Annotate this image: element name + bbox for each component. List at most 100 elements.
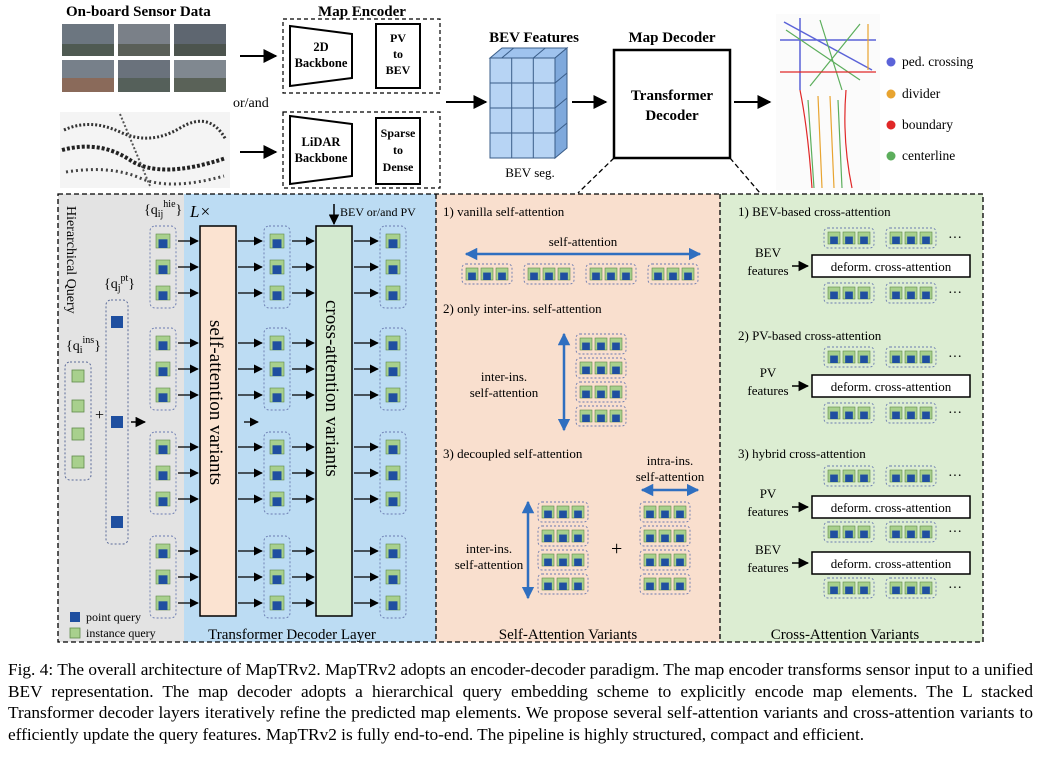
token-group bbox=[823, 227, 875, 249]
token-group bbox=[639, 573, 691, 595]
cross-attention-footer: Cross-Attention Variants bbox=[771, 627, 920, 643]
lidar-point-cloud bbox=[60, 112, 230, 188]
figure-caption: Fig. 4: The overall architecture of MapT… bbox=[8, 660, 1033, 744]
point-token bbox=[646, 534, 654, 542]
feature-source-label: BEV bbox=[755, 245, 782, 260]
point-token bbox=[845, 586, 853, 594]
sa-vanilla-tokens bbox=[461, 263, 699, 285]
instance-query-swatch bbox=[69, 627, 81, 639]
instance-query bbox=[71, 399, 85, 413]
sparse-to-dense-label-3: Dense bbox=[383, 160, 414, 174]
point-token bbox=[860, 236, 868, 244]
sa-decoupled-inter-label-1: inter-ins. bbox=[466, 541, 512, 556]
point-token bbox=[661, 558, 669, 566]
token-group bbox=[523, 263, 575, 285]
transformer-decoder-box bbox=[612, 48, 732, 160]
deform-cross-attention-box bbox=[811, 495, 971, 519]
point-token bbox=[272, 239, 282, 248]
legend-divider: divider bbox=[902, 86, 941, 101]
token-group bbox=[823, 577, 875, 599]
point-query bbox=[111, 516, 123, 528]
point-token bbox=[559, 534, 567, 542]
point-token bbox=[676, 510, 684, 518]
point-token bbox=[860, 586, 868, 594]
point-token bbox=[574, 558, 582, 566]
ca-item-hybrid: 3) hybrid cross-attention bbox=[738, 446, 866, 461]
query-group bbox=[149, 535, 177, 619]
point-token bbox=[830, 236, 838, 244]
token-group bbox=[575, 333, 627, 355]
query-plus: + bbox=[95, 407, 104, 424]
point-token bbox=[388, 367, 398, 376]
point-token bbox=[646, 582, 654, 590]
bev-features-title: BEV Features bbox=[489, 30, 579, 46]
token-group bbox=[885, 521, 937, 543]
point-token bbox=[907, 291, 915, 299]
point-token bbox=[272, 341, 282, 350]
backbone-lidar-label-1: LiDAR bbox=[302, 135, 342, 149]
token-group bbox=[885, 346, 937, 368]
query-columns bbox=[149, 225, 407, 619]
bev-seg-label: BEV seg. bbox=[505, 165, 555, 180]
pv-to-bev-label-2: to bbox=[393, 47, 403, 61]
point-token bbox=[922, 291, 930, 299]
point-token bbox=[158, 291, 168, 300]
legend-dot-centerline bbox=[886, 151, 896, 161]
point-token bbox=[612, 366, 620, 374]
backbone-lidar bbox=[289, 114, 353, 186]
point-token bbox=[907, 586, 915, 594]
point-queries bbox=[111, 316, 123, 528]
point-token bbox=[592, 272, 600, 280]
sparse-to-dense-label-1: Sparse bbox=[381, 126, 416, 140]
query-group bbox=[379, 225, 407, 309]
cross-attention-variants-block bbox=[315, 225, 353, 617]
sa-decoupled-intra-label-2: self-attention bbox=[636, 469, 705, 484]
point-token bbox=[498, 272, 506, 280]
point-token bbox=[574, 510, 582, 518]
token-group bbox=[575, 381, 627, 403]
point-token bbox=[582, 390, 590, 398]
ellipsis: ··· bbox=[948, 350, 962, 365]
point-query bbox=[111, 316, 123, 328]
point-token bbox=[158, 497, 168, 506]
sa-inter-tokens bbox=[575, 333, 627, 427]
point-token bbox=[612, 414, 620, 422]
deform-cross-attention-box bbox=[811, 254, 971, 278]
token-group bbox=[885, 577, 937, 599]
point-token bbox=[544, 534, 552, 542]
legend-dot-divider bbox=[886, 89, 896, 99]
sa-item-inter: 2) only inter-ins. self-attention bbox=[443, 301, 602, 316]
bev-feature-grid bbox=[488, 46, 569, 160]
token-group bbox=[639, 525, 691, 547]
point-token bbox=[907, 411, 915, 419]
ellipsis: ··· bbox=[948, 525, 962, 540]
point-token bbox=[582, 342, 590, 350]
point-token bbox=[676, 558, 684, 566]
point-token bbox=[582, 366, 590, 374]
point-token bbox=[830, 474, 838, 482]
ellipsis: ··· bbox=[948, 581, 962, 596]
point-token bbox=[158, 341, 168, 350]
ellipsis: ··· bbox=[948, 231, 962, 246]
point-token bbox=[388, 471, 398, 480]
or-and-label: or/and bbox=[233, 96, 269, 111]
deform-cross-attention-label: deform. cross-attention bbox=[831, 556, 952, 571]
bev-pv-input-label: BEV or/and PV bbox=[340, 205, 416, 219]
point-token bbox=[272, 367, 282, 376]
point-token bbox=[830, 411, 838, 419]
transformer-decoder-label-2: Decoder bbox=[645, 108, 699, 124]
transformer-decoder-label-1: Transformer bbox=[631, 88, 714, 104]
point-token bbox=[388, 497, 398, 506]
point-token bbox=[922, 474, 930, 482]
deform-cross-attention-label: deform. cross-attention bbox=[831, 379, 952, 394]
token-group bbox=[885, 465, 937, 487]
backbone-lidar-label-2: Backbone bbox=[295, 151, 348, 165]
point-token bbox=[612, 390, 620, 398]
point-token bbox=[860, 530, 868, 538]
point-token bbox=[158, 367, 168, 376]
token-group bbox=[639, 549, 691, 571]
cross-attention-variants-label: cross-attention variants bbox=[321, 300, 342, 477]
pv-to-bev-box bbox=[375, 23, 421, 89]
sa-inter-label-2: self-attention bbox=[470, 385, 539, 400]
point-token bbox=[830, 530, 838, 538]
